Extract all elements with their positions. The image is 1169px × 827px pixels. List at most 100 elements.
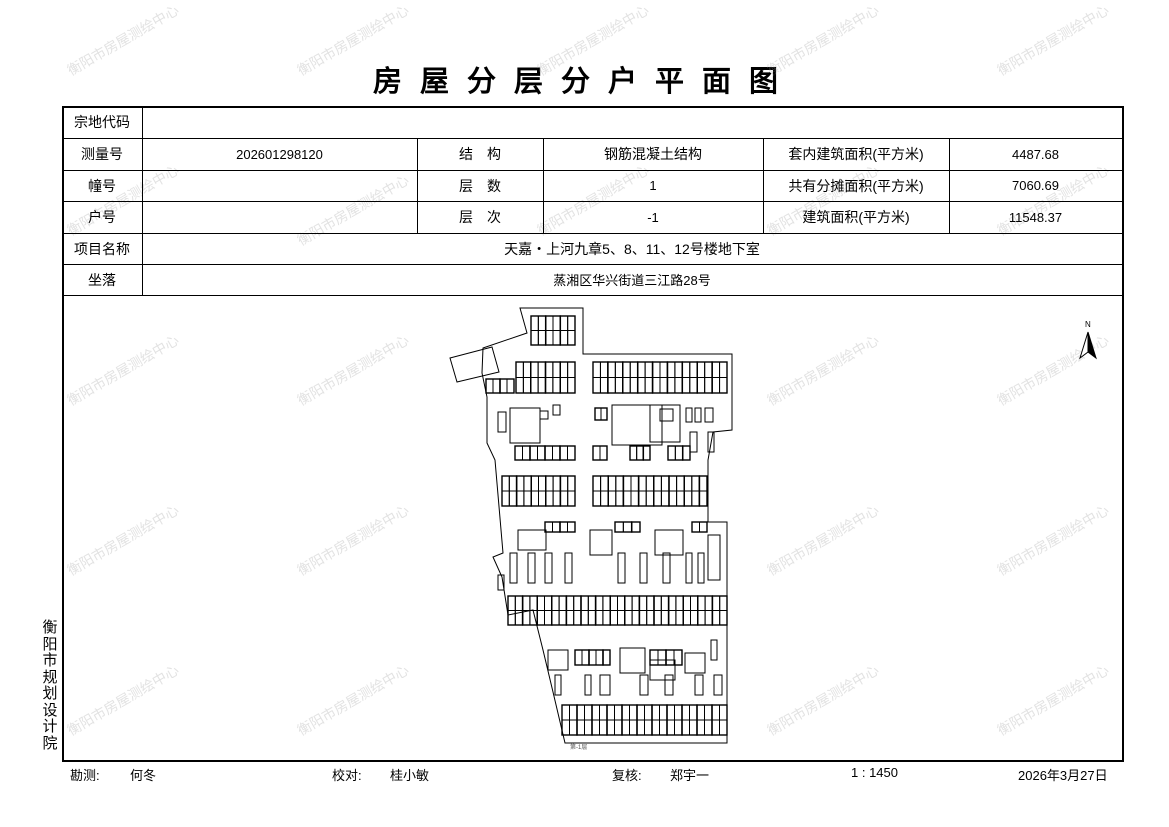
parking-stall — [600, 475, 609, 492]
parking-stall — [638, 610, 648, 626]
floor-label: 第-1层 — [570, 743, 587, 751]
room — [584, 674, 592, 696]
parking-stall — [681, 377, 691, 394]
parking-stall — [674, 704, 683, 721]
floor-level-value: -1 — [647, 209, 659, 225]
parking-stall — [638, 595, 648, 611]
parking-stall — [629, 719, 638, 736]
parking-stall — [644, 719, 653, 736]
parking-stall — [508, 475, 518, 492]
parking-stall — [699, 521, 708, 533]
parking-stall — [614, 361, 624, 378]
parking-stall — [704, 719, 713, 736]
parking-stall — [676, 475, 685, 492]
parking-stall — [719, 361, 728, 378]
parking-stall — [507, 610, 516, 626]
stall-group — [592, 445, 608, 461]
parking-stall — [606, 704, 615, 721]
parking-stall — [711, 595, 721, 611]
parking-stall — [595, 595, 604, 611]
room — [552, 404, 561, 416]
parking-stall — [646, 595, 655, 611]
room — [649, 404, 681, 443]
parking-stall — [599, 445, 608, 461]
parking-stall — [683, 475, 693, 492]
checker-name: 桂小敏 — [390, 768, 430, 783]
room — [639, 674, 649, 696]
parking-stall — [719, 704, 728, 721]
parking-stall — [645, 475, 655, 492]
parking-stall — [529, 595, 538, 611]
stall-group — [681, 445, 691, 461]
parking-stall — [581, 649, 590, 666]
parking-stall — [660, 595, 670, 611]
surveyor-name: 何冬 — [130, 768, 157, 783]
parking-stall — [644, 704, 653, 721]
parking-stall — [675, 595, 684, 611]
parking-stall — [657, 649, 667, 666]
parking-stall — [719, 719, 728, 736]
room — [554, 674, 562, 696]
parking-stall — [689, 377, 698, 394]
parking-stall — [644, 361, 654, 378]
parking-stall — [698, 490, 708, 507]
parking-stall — [530, 377, 539, 394]
parking-stall — [652, 361, 661, 378]
parking-stall — [675, 610, 684, 626]
parking-stall — [591, 719, 600, 736]
parking-stall — [614, 377, 624, 394]
parking-stall — [719, 377, 728, 394]
parking-stall — [711, 610, 721, 626]
parking-stall — [530, 490, 540, 507]
parking-stall — [614, 521, 624, 533]
parking-stall — [668, 595, 677, 611]
parking-stall — [516, 490, 525, 507]
parking-stall — [666, 361, 676, 378]
room — [527, 552, 536, 584]
stall-group — [691, 521, 708, 533]
parking-stall — [711, 377, 721, 394]
room — [509, 552, 518, 584]
parking-stall — [536, 595, 546, 611]
parking-stall — [552, 445, 561, 461]
parking-stall — [545, 490, 554, 507]
parking-stall — [537, 361, 546, 378]
room — [599, 674, 611, 696]
parking-stall — [574, 649, 583, 666]
scale: 1 : 1450 — [851, 765, 898, 780]
parking-stall — [602, 595, 611, 611]
parking-stall — [584, 719, 593, 736]
location-label: 坐落 — [88, 271, 116, 288]
parking-stall — [617, 595, 626, 611]
room — [685, 407, 693, 423]
inner-area-value: 4487.68 — [1012, 146, 1059, 162]
parking-stall — [621, 719, 630, 736]
parking-stall — [594, 407, 602, 421]
parking-stall — [592, 475, 602, 492]
parking-stall — [622, 521, 633, 533]
room — [704, 407, 714, 423]
floors-value: 1 — [649, 178, 657, 193]
parking-stall — [607, 490, 617, 507]
building-outline — [481, 307, 733, 744]
parking-stall — [606, 719, 615, 736]
parking-stall — [631, 521, 641, 533]
parking-stall — [501, 490, 510, 507]
parking-stall — [567, 377, 576, 394]
parking-stall — [624, 610, 633, 626]
parking-stall — [660, 490, 670, 507]
stall-group — [559, 475, 576, 507]
stall-group — [499, 378, 515, 394]
parking-stall — [666, 719, 675, 736]
unit-no-label: 户号 — [88, 209, 116, 225]
parking-stall — [559, 521, 568, 533]
parking-stall — [691, 490, 700, 507]
parking-stall — [559, 315, 569, 331]
parking-stall — [676, 490, 685, 507]
parking-stall — [580, 595, 589, 611]
parking-stall — [565, 595, 575, 611]
parking-stall — [642, 445, 651, 461]
room — [509, 407, 541, 444]
parking-stall — [545, 475, 554, 492]
parking-stall — [674, 377, 683, 394]
